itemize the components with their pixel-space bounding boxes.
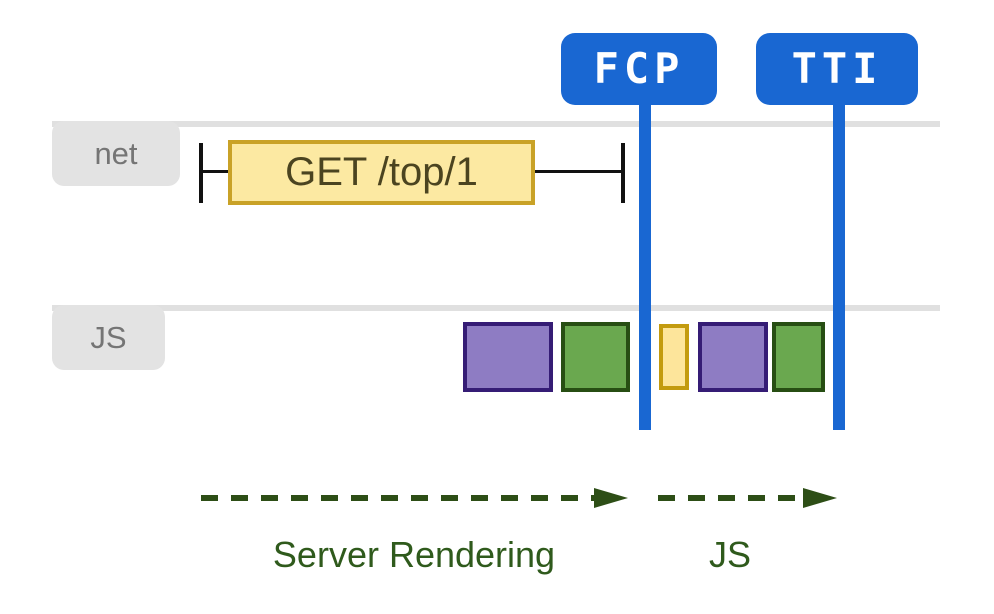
request-end-cap [621,143,625,203]
js-row-label-tab: JS [52,305,165,370]
js-row-label: JS [90,320,127,355]
tti-badge-label: TTI [791,44,883,93]
js-phase-arrow [658,488,837,508]
fcp-badge-label: FCP [593,44,685,93]
arrowhead-icon [803,488,837,508]
js-task-block-green-1 [561,322,630,392]
tti-badge: TTI [756,33,918,105]
fcp-marker-line [639,104,651,430]
js-track-line [52,305,940,311]
net-row-label-tab: net [52,121,180,186]
net-track-line [52,121,940,127]
js-task-block-green-2 [772,322,825,392]
server-rendering-phase-arrow [201,488,628,508]
request-start-cap [199,143,203,203]
js-phase-label: JS [708,534,751,575]
arrowhead-icon [594,488,628,508]
network-request-label: GET /top/1 [285,150,478,194]
js-task-block-yellow-1 [659,324,689,390]
fcp-badge: FCP [561,33,717,105]
net-row-label: net [94,136,138,171]
js-task-block-purple-1 [463,322,553,392]
server-rendering-phase-label: Server Rendering [272,534,556,575]
tti-marker-line [833,104,845,430]
js-task-block-purple-2 [698,322,768,392]
network-request-bar: GET /top/1 [228,140,535,205]
